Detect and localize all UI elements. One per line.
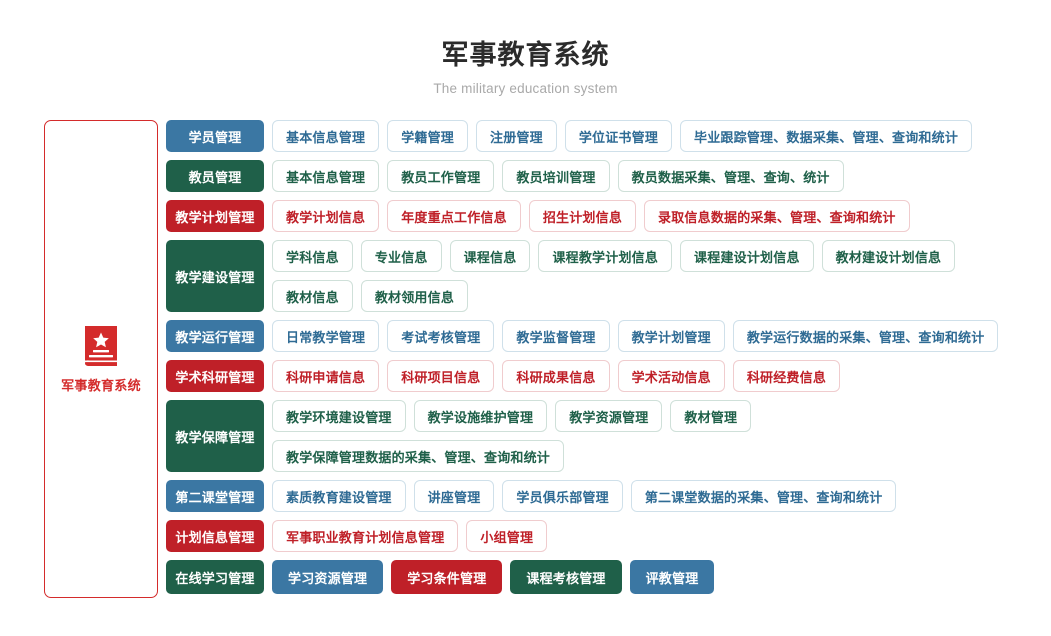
content-area: 军事教育系统 学员管理基本信息管理学籍管理注册管理学位证书管理毕业跟踪管理、数据… [0, 120, 1051, 598]
category-items: 基本信息管理学籍管理注册管理学位证书管理毕业跟踪管理、数据采集、管理、查询和统计 [272, 120, 973, 152]
category-button[interactable]: 教学运行管理 [166, 320, 264, 352]
category-button[interactable]: 第二课堂管理 [166, 480, 264, 512]
module-button[interactable]: 教学计划管理 [617, 320, 725, 352]
category-button[interactable]: 教学计划管理 [166, 200, 264, 232]
category-row: 教学运行管理日常教学管理考试考核管理教学监督管理教学计划管理教学运行数据的采集、… [166, 320, 1051, 352]
module-button[interactable]: 招生计划信息 [528, 200, 637, 232]
module-button[interactable]: 课程考核管理 [510, 560, 622, 594]
module-button[interactable]: 日常教学管理 [272, 320, 380, 352]
module-button[interactable]: 考试考核管理 [387, 320, 495, 352]
module-button[interactable]: 教员数据采集、管理、查询、统计 [617, 160, 844, 192]
module-button[interactable]: 教学设施维护管理 [413, 400, 548, 432]
module-button[interactable]: 教学计划信息 [272, 200, 380, 232]
module-button[interactable]: 基本信息管理 [272, 120, 380, 152]
module-button[interactable]: 教材建设计划信息 [821, 240, 956, 272]
module-button[interactable]: 年度重点工作信息 [387, 200, 521, 232]
module-button[interactable]: 小组管理 [466, 520, 548, 552]
category-button[interactable]: 教学建设管理 [166, 240, 264, 312]
module-button[interactable]: 科研经费信息 [732, 360, 841, 392]
module-button[interactable]: 课程建设计划信息 [680, 240, 814, 272]
category-button[interactable]: 学术科研管理 [166, 360, 264, 392]
module-button[interactable]: 学科信息 [272, 240, 353, 272]
category-row: 教学保障管理教学环境建设管理教学设施维护管理教学资源管理教材管理教学保障管理数据… [166, 400, 1051, 472]
module-button[interactable]: 基本信息管理 [272, 160, 380, 192]
category-items: 学科信息专业信息课程信息课程教学计划信息课程建设计划信息教材建设计划信息教材信息… [272, 240, 1032, 312]
module-button[interactable]: 讲座管理 [413, 480, 495, 512]
module-button[interactable]: 教员培训管理 [502, 160, 610, 192]
module-button[interactable]: 科研项目信息 [387, 360, 495, 392]
module-button[interactable]: 科研成果信息 [502, 360, 610, 392]
category-row: 学术科研管理科研申请信息科研项目信息科研成果信息学术活动信息科研经费信息 [166, 360, 1051, 392]
module-button[interactable]: 学籍管理 [387, 120, 469, 152]
category-row: 教员管理基本信息管理教员工作管理教员培训管理教员数据采集、管理、查询、统计 [166, 160, 1051, 192]
module-button[interactable]: 教学运行数据的采集、管理、查询和统计 [732, 320, 999, 352]
book-star-icon [81, 324, 121, 368]
category-button[interactable]: 计划信息管理 [166, 520, 264, 552]
module-button[interactable]: 课程信息 [449, 240, 531, 272]
category-button[interactable]: 学员管理 [166, 120, 264, 152]
module-button[interactable]: 注册管理 [476, 120, 557, 152]
sidebar-system-card[interactable]: 军事教育系统 [44, 120, 158, 598]
module-button[interactable]: 学位证书管理 [564, 120, 673, 152]
module-button[interactable]: 专业信息 [360, 240, 442, 272]
category-items: 军事职业教育计划信息管理小组管理 [272, 520, 548, 552]
module-button[interactable]: 教学资源管理 [555, 400, 663, 432]
category-row: 教学建设管理学科信息专业信息课程信息课程教学计划信息课程建设计划信息教材建设计划… [166, 240, 1051, 312]
category-items: 基本信息管理教员工作管理教员培训管理教员数据采集、管理、查询、统计 [272, 160, 844, 192]
category-row: 第二课堂管理素质教育建设管理讲座管理学员俱乐部管理第二课堂数据的采集、管理、查询… [166, 480, 1051, 512]
module-button[interactable]: 毕业跟踪管理、数据采集、管理、查询和统计 [680, 120, 973, 152]
category-row: 在线学习管理学习资源管理学习条件管理课程考核管理评教管理 [166, 560, 1051, 594]
category-rows: 学员管理基本信息管理学籍管理注册管理学位证书管理毕业跟踪管理、数据采集、管理、查… [166, 120, 1051, 594]
module-button[interactable]: 课程教学计划信息 [538, 240, 673, 272]
sidebar-label: 军事教育系统 [61, 378, 141, 393]
category-row: 计划信息管理军事职业教育计划信息管理小组管理 [166, 520, 1051, 552]
module-button[interactable]: 教材管理 [670, 400, 752, 432]
module-button[interactable]: 学术活动信息 [617, 360, 725, 392]
module-button[interactable]: 第二课堂数据的采集、管理、查询和统计 [630, 480, 897, 512]
module-button[interactable]: 评教管理 [629, 560, 715, 594]
page-title: 军事教育系统 [441, 40, 610, 70]
module-button[interactable]: 素质教育建设管理 [272, 480, 406, 512]
module-button[interactable]: 教学监督管理 [502, 320, 610, 352]
module-button[interactable]: 教学保障管理数据的采集、管理、查询和统计 [272, 440, 565, 472]
module-button[interactable]: 教材领用信息 [360, 280, 469, 312]
category-items: 教学计划信息年度重点工作信息招生计划信息录取信息数据的采集、管理、查询和统计 [272, 200, 910, 232]
category-items: 学习资源管理学习条件管理课程考核管理评教管理 [272, 560, 715, 594]
module-button[interactable]: 科研申请信息 [272, 360, 380, 392]
module-button[interactable]: 教员工作管理 [387, 160, 495, 192]
category-items: 素质教育建设管理讲座管理学员俱乐部管理第二课堂数据的采集、管理、查询和统计 [272, 480, 897, 512]
category-button[interactable]: 在线学习管理 [166, 560, 264, 594]
page-header: 军事教育系统 The military education system [0, 0, 1051, 96]
category-items: 科研申请信息科研项目信息科研成果信息学术活动信息科研经费信息 [272, 360, 841, 392]
module-button[interactable]: 学习资源管理 [272, 560, 384, 594]
module-button[interactable]: 教材信息 [272, 280, 353, 312]
module-button[interactable]: 学习条件管理 [391, 560, 503, 594]
module-button[interactable]: 录取信息数据的采集、管理、查询和统计 [644, 200, 910, 232]
module-button[interactable]: 军事职业教育计划信息管理 [272, 520, 459, 552]
module-button[interactable]: 学员俱乐部管理 [502, 480, 623, 512]
category-row: 学员管理基本信息管理学籍管理注册管理学位证书管理毕业跟踪管理、数据采集、管理、查… [166, 120, 1051, 152]
category-items: 教学环境建设管理教学设施维护管理教学资源管理教材管理教学保障管理数据的采集、管理… [272, 400, 1051, 472]
page-subtitle: The military education system [433, 81, 618, 96]
category-button[interactable]: 教员管理 [166, 160, 264, 192]
module-button[interactable]: 教学环境建设管理 [272, 400, 406, 432]
category-button[interactable]: 教学保障管理 [166, 400, 264, 472]
category-items: 日常教学管理考试考核管理教学监督管理教学计划管理教学运行数据的采集、管理、查询和… [272, 320, 999, 352]
category-row: 教学计划管理教学计划信息年度重点工作信息招生计划信息录取信息数据的采集、管理、查… [166, 200, 1051, 232]
